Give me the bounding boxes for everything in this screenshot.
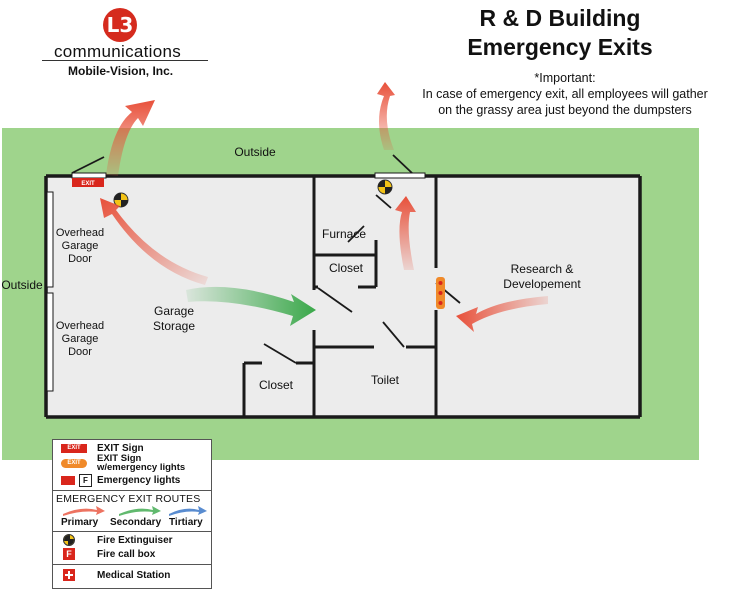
secondary-route-swatch	[119, 506, 161, 516]
overhead-door-1-label: Overhead Garage Door	[52, 227, 108, 266]
overhead-door-2-label: Overhead Garage Door	[52, 320, 108, 359]
closet-top-label: Closet	[328, 261, 363, 275]
legend-fire-extinguisher: Fire Extinguiser	[97, 535, 173, 546]
legend-primary: Primary	[61, 517, 99, 528]
logo-divider	[42, 60, 208, 61]
garage-line: Garage	[153, 304, 195, 318]
primary-route-arrow-garage	[100, 198, 208, 285]
primary-route-swatch	[63, 506, 105, 516]
door1-line: Overhead	[55, 227, 105, 239]
interior-walls	[242, 176, 438, 417]
toilet-label: Toilet	[370, 373, 399, 387]
secondary-route-arrow-garage	[186, 286, 316, 326]
fire-extinguisher-icon	[113, 192, 129, 208]
overhead-door-2	[46, 292, 54, 392]
door2-line: Door	[68, 346, 92, 358]
primary-route-arrow-research	[456, 296, 548, 332]
logo-name: communications	[54, 42, 182, 61]
page-title: R & D Building Emergency Exits	[430, 4, 690, 62]
garage-storage-label: Garage Storage	[142, 304, 206, 334]
important-note: *Important: In case of emergency exit, a…	[400, 70, 730, 118]
furnace-label: Furnace	[321, 227, 367, 241]
f-box-icon: F	[79, 474, 92, 487]
exterior-door-left	[71, 172, 107, 179]
important-line-2: on the grassy area just beyond the dumps…	[438, 103, 692, 117]
door2-line: Overhead	[55, 320, 105, 332]
closet-bottom-label: Closet	[258, 378, 293, 392]
legend-routes-heading: EMERGENCY EXIT ROUTES	[56, 493, 201, 505]
legend-exit-sign: EXIT Sign	[97, 443, 144, 454]
important-line-1: In case of emergency exit, all employees…	[422, 87, 708, 101]
door-left-swing	[71, 156, 105, 174]
exit-sign-emergency-icon: EXIT	[61, 459, 87, 468]
emergency-lights-icon	[61, 476, 75, 485]
legend-medical-station: Medical Station	[97, 570, 171, 581]
exit-sign-left-text: EXIT	[81, 181, 95, 187]
door2-line: Garage	[61, 333, 99, 345]
legend-exit-box-text: EXIT	[67, 445, 81, 451]
primary-route-arrow-furnace	[395, 196, 416, 270]
exit-sign-research	[436, 277, 445, 309]
legend-secondary: Secondary	[110, 517, 162, 528]
outside-top-label: Outside	[234, 145, 276, 159]
legend-exit-em-box-text: EXIT	[67, 460, 81, 466]
research-line: Developement	[503, 277, 581, 291]
door1-line: Garage	[61, 240, 99, 252]
door1-line: Door	[68, 253, 92, 265]
legend-tertiary: Tirtiary	[169, 517, 203, 528]
research-label: Research & Developement	[494, 262, 590, 292]
l3-logo-icon: L3	[103, 8, 137, 42]
legend-divider	[53, 490, 211, 491]
legend: EXIT EXIT Sign EXIT EXIT Sign w/emergenc…	[52, 439, 212, 589]
garage-line: Storage	[152, 319, 196, 333]
important-heading: *Important:	[534, 71, 596, 85]
exterior-door-middle	[374, 172, 426, 179]
legend-divider	[53, 564, 211, 565]
fire-extinguisher-icon	[377, 179, 393, 195]
overhead-door-1	[46, 191, 54, 288]
exit-sign-icon: EXIT	[61, 444, 87, 453]
legend-route-arrows	[63, 506, 207, 516]
building-floor	[46, 176, 640, 417]
door-swings	[263, 194, 461, 364]
title-line-2: Emergency Exits	[467, 34, 653, 60]
medical-cross-icon	[63, 569, 75, 581]
exit-sign-left: EXIT	[72, 178, 104, 187]
logo-subtitle: Mobile-Vision, Inc.	[68, 64, 174, 78]
legend-exit-em-line-1: EXIT Sign	[97, 453, 142, 464]
research-line: Research &	[510, 262, 574, 276]
outer-walls	[44, 174, 642, 419]
door-middle-swing	[392, 154, 413, 174]
primary-route-arrow-left-exit	[106, 100, 155, 176]
fire-call-box-icon: F	[63, 548, 75, 560]
tertiary-route-swatch	[169, 506, 207, 516]
fire-extinguisher-icon	[63, 534, 75, 546]
legend-divider	[53, 531, 211, 532]
primary-route-arrow-middle-exit	[377, 82, 395, 150]
legend-exit-em-line-2: w/emergency lights	[97, 462, 186, 473]
legend-emergency-lights: Emergency lights	[97, 475, 181, 486]
title-line-1: R & D Building	[479, 5, 641, 31]
legend-exit-sign-emergency: EXIT Sign w/emergency lights	[97, 453, 186, 473]
outside-left-label: Outside	[1, 278, 43, 292]
legend-fire-call-box: Fire call box	[97, 549, 156, 560]
